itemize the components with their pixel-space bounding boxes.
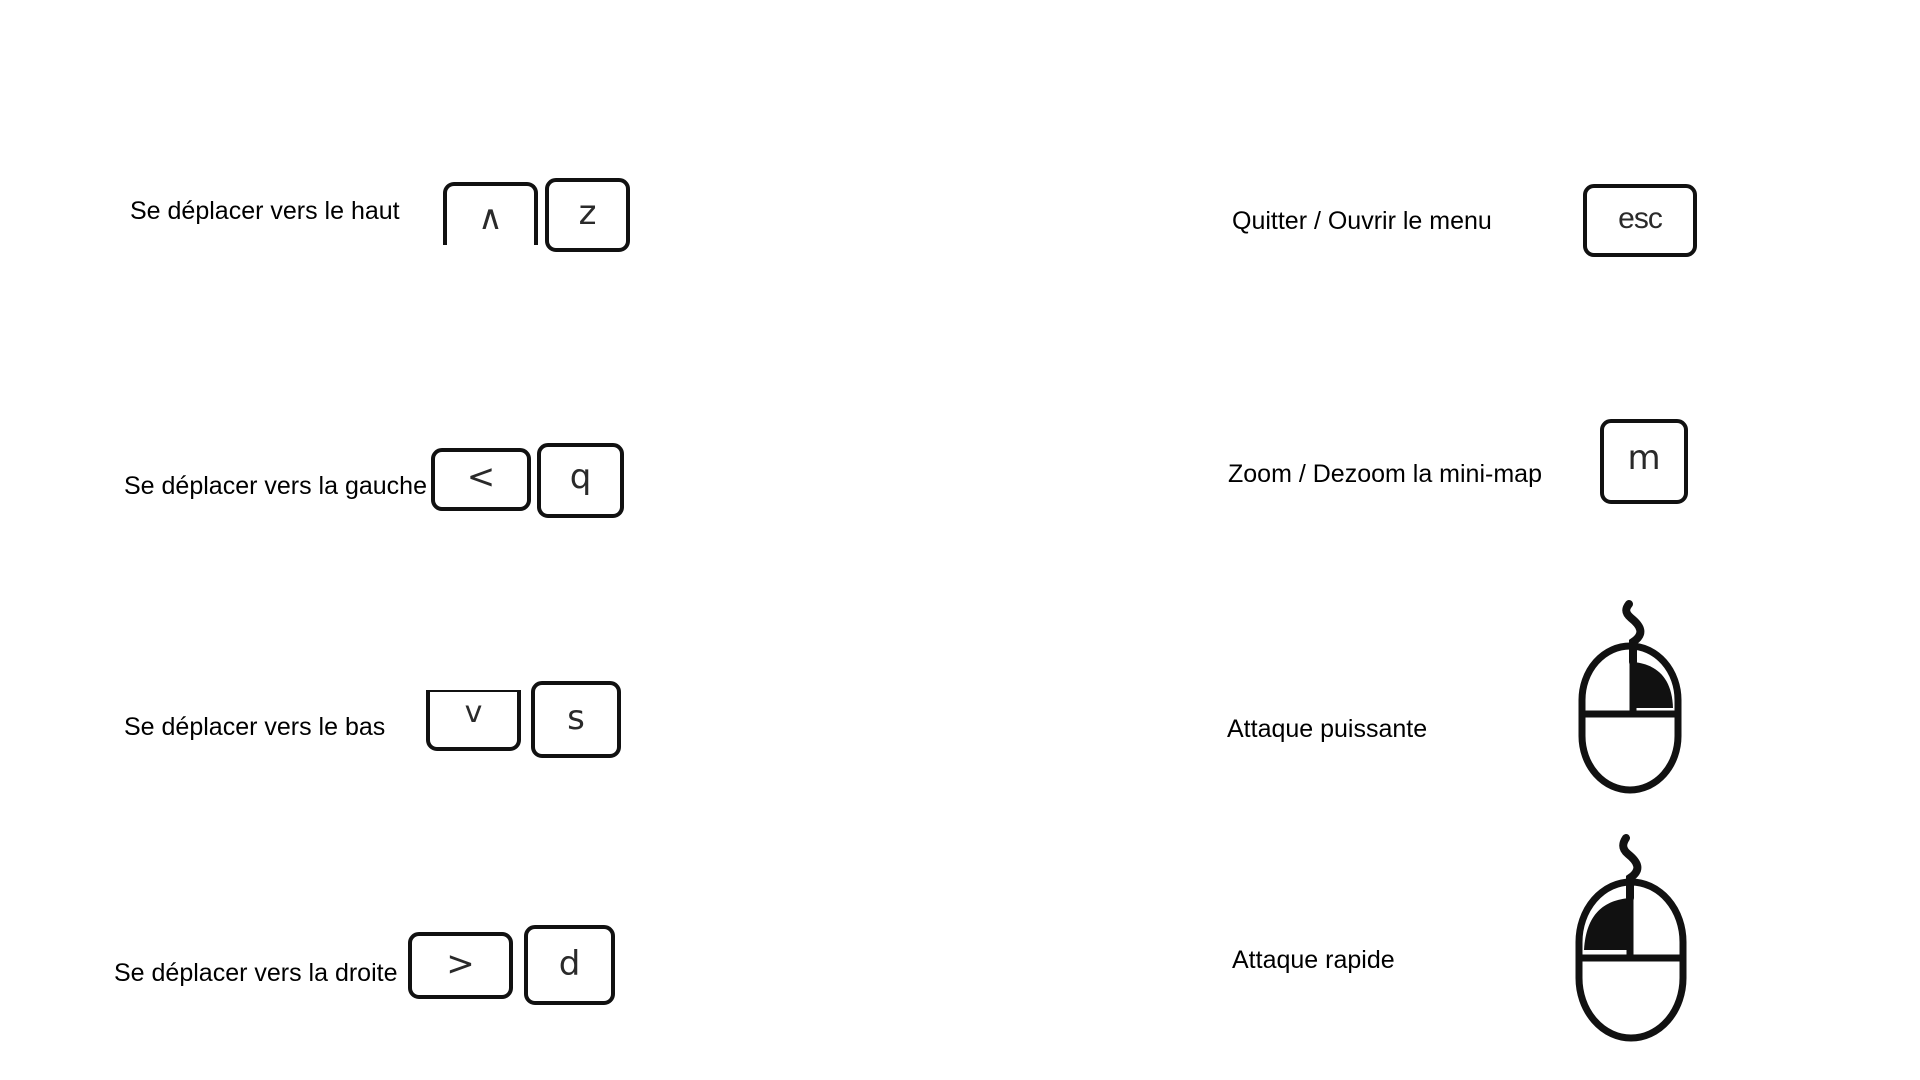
esc-key-label: esc <box>1618 201 1663 235</box>
m-key-label: m <box>1627 437 1661 478</box>
heavy-attack-label: Attaque puissante <box>1227 715 1428 743</box>
z-key-label: z <box>578 193 597 233</box>
d-key: d <box>524 925 615 1005</box>
mouse-right-click-icon <box>1578 600 1682 794</box>
move-up-label: Se déplacer vers le haut <box>130 197 400 225</box>
arrow-up-key: ∧ <box>443 182 538 245</box>
quick-attack-label: Attaque rapide <box>1232 946 1395 974</box>
mouse-left-click-icon <box>1575 834 1687 1042</box>
mouse-left-button-fill <box>1584 898 1630 950</box>
arrow-right-icon: > <box>446 943 475 984</box>
mouse-right-button-fill <box>1633 662 1673 708</box>
move-right-label: Se déplacer vers la droite <box>114 959 398 987</box>
q-key: q <box>537 443 624 518</box>
q-key-label: q <box>569 456 592 497</box>
s-key-label: s <box>567 697 585 738</box>
arrow-left-key: < <box>431 448 531 511</box>
menu-label: Quitter / Ouvrir le menu <box>1232 207 1492 235</box>
move-left-label: Se déplacer vers la gauche <box>124 472 427 500</box>
mouse-cable <box>1619 834 1642 902</box>
z-key: z <box>545 178 630 252</box>
esc-key: esc <box>1583 184 1697 257</box>
s-key: s <box>531 681 621 758</box>
m-key: m <box>1600 419 1688 504</box>
minimap-label: Zoom / Dezoom la mini-map <box>1228 460 1542 488</box>
d-key-label: d <box>558 944 581 984</box>
arrow-down-key: v <box>426 690 521 751</box>
arrow-right-key: > <box>408 932 513 999</box>
arrow-down-icon: v <box>464 694 483 730</box>
mouse-cable <box>1622 600 1645 666</box>
move-down-label: Se déplacer vers le bas <box>124 713 386 741</box>
arrow-up-icon: ∧ <box>478 197 503 238</box>
arrow-left-icon: < <box>466 456 496 497</box>
